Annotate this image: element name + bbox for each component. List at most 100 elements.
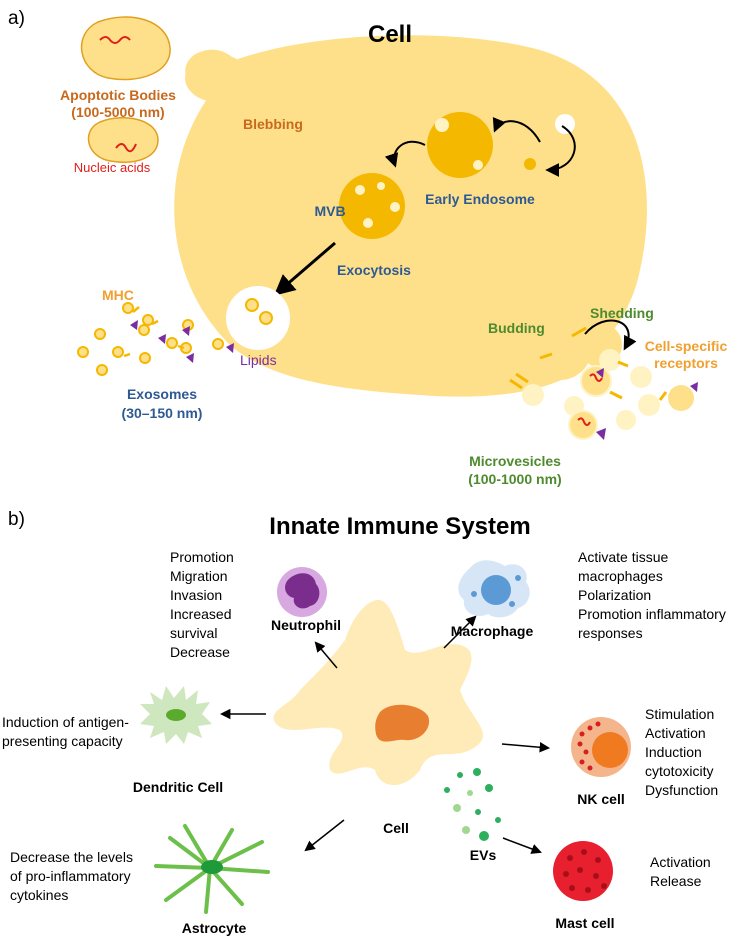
mast-granule — [593, 873, 599, 879]
panel-b-title: Innate Immune System — [269, 513, 530, 540]
exosome — [96, 364, 108, 376]
astrocyte-label: Astrocyte — [182, 920, 247, 936]
microvesicle — [616, 410, 636, 430]
mast-granule — [563, 871, 569, 877]
nk-granule — [583, 749, 589, 755]
mast-granule — [595, 857, 601, 863]
effect-line: Induction — [645, 744, 702, 760]
lipid-marker — [226, 343, 234, 353]
early-endosome-label: Early Endosome — [425, 191, 535, 207]
mast-granule — [585, 887, 591, 893]
nucleic-acid-2 — [115, 143, 137, 153]
astrocyte-nucleus — [201, 860, 223, 874]
macrophage-granule — [471, 591, 477, 597]
nk-effects: Stimulation Activation Induction cytotox… — [645, 706, 718, 798]
nk-granule — [577, 741, 583, 747]
exosome — [245, 298, 259, 312]
endocytic-vesicle — [555, 114, 575, 134]
ev-dot — [444, 787, 450, 793]
exosome — [259, 311, 273, 325]
microvesicle-cluster — [509, 326, 698, 440]
arrow-to-neutrophil — [314, 641, 338, 669]
neutrophil-effects: Promotion Migration Invasion Increased s… — [170, 549, 234, 660]
macrophage-effects: Activate tissue macrophages Polarization… — [578, 549, 726, 641]
bleb — [185, 54, 249, 102]
effect-line: Decrease the levels — [10, 849, 133, 865]
lipid-marker — [596, 428, 606, 440]
astrocyte-process — [204, 866, 212, 914]
central-cell — [273, 599, 483, 785]
cell-title: Cell — [368, 21, 412, 48]
nucleic-acids-label: Nucleic acids — [74, 160, 151, 175]
microvesicles-size: (100-1000 nm) — [468, 471, 561, 487]
endosome-in-arrow — [492, 116, 541, 143]
ev-dot — [479, 831, 489, 841]
nk-granules — [577, 721, 601, 771]
effect-line: Increased — [170, 606, 231, 622]
mvb-vesicle — [390, 202, 400, 212]
receptors-label-2: receptors — [654, 355, 718, 371]
neutrophil-label: Neutrophil — [271, 617, 341, 633]
mast-granule — [601, 883, 607, 889]
macrophage-nucleus — [481, 575, 511, 605]
exosomes-label: Exosomes — [127, 386, 197, 402]
effect-line: responses — [578, 625, 643, 641]
microvesicle — [668, 385, 694, 411]
effect-line: presenting capacity — [2, 733, 123, 749]
release-pocket — [226, 286, 290, 350]
exosome — [77, 346, 89, 358]
nk-nucleus — [592, 732, 628, 768]
mhc-molecule — [123, 306, 185, 358]
astrocyte-process — [183, 824, 212, 870]
dendritic-nucleus — [166, 709, 186, 721]
exosome — [139, 352, 151, 364]
microvesicle — [522, 384, 544, 406]
center-cell-label: Cell — [383, 820, 409, 836]
mast-effects: Activation Release — [650, 854, 711, 889]
small-vesicle — [524, 158, 536, 170]
effect-line: Activation — [650, 854, 711, 870]
mvb-vesicle — [377, 182, 385, 190]
nk-granule — [587, 765, 593, 771]
nk-granule — [587, 725, 593, 731]
mvb-vesicle — [355, 185, 365, 195]
receptors-label-1: Cell-specific — [645, 338, 728, 354]
receptor — [509, 326, 668, 401]
effect-line: macrophages — [578, 568, 663, 584]
macrophage-label: Macrophage — [451, 623, 534, 639]
astrocyte-effects: Decrease the levels of pro-inflammatory … — [10, 849, 133, 903]
effect-line: Decrease — [170, 644, 230, 660]
lipid-marker — [186, 353, 194, 363]
exosome — [212, 338, 224, 350]
ev-dot — [453, 804, 461, 812]
astrocyte-process — [154, 864, 212, 870]
effect-line: Induction of antigen- — [2, 714, 129, 730]
apoptotic-body-1 — [80, 16, 171, 81]
mast-granules — [563, 849, 607, 893]
lipid-marker — [182, 326, 190, 336]
effect-line: cytokines — [10, 887, 68, 903]
lipid-marker — [130, 320, 138, 330]
apoptotic-label: Apoptotic Bodies — [60, 87, 176, 103]
effect-line: survival — [170, 625, 217, 641]
exocytosis-arrow — [273, 241, 336, 296]
nk-granule — [595, 721, 601, 727]
shedding-label: Shedding — [590, 305, 654, 321]
mast-granule — [577, 867, 583, 873]
mast-granule — [567, 855, 573, 861]
arrow-to-astrocyte — [304, 819, 345, 852]
effect-line: Dysfunction — [645, 782, 718, 798]
dendritic-label: Dendritic Cell — [133, 779, 223, 795]
exosome — [138, 324, 150, 336]
ev-dots — [444, 768, 501, 841]
effect-line: of pro-inflammatory — [10, 868, 131, 884]
exosome — [112, 346, 124, 358]
panel-a-label: a) — [8, 8, 25, 29]
evs-label: EVs — [470, 847, 497, 863]
nucleic-acid — [577, 417, 591, 426]
panel-b: b) Innate Immune System Cell EVs — [2, 509, 726, 936]
lipid-marker — [158, 334, 166, 344]
ev-dot — [457, 772, 463, 778]
astrocyte-process — [208, 866, 244, 906]
ev-dot — [485, 784, 493, 792]
